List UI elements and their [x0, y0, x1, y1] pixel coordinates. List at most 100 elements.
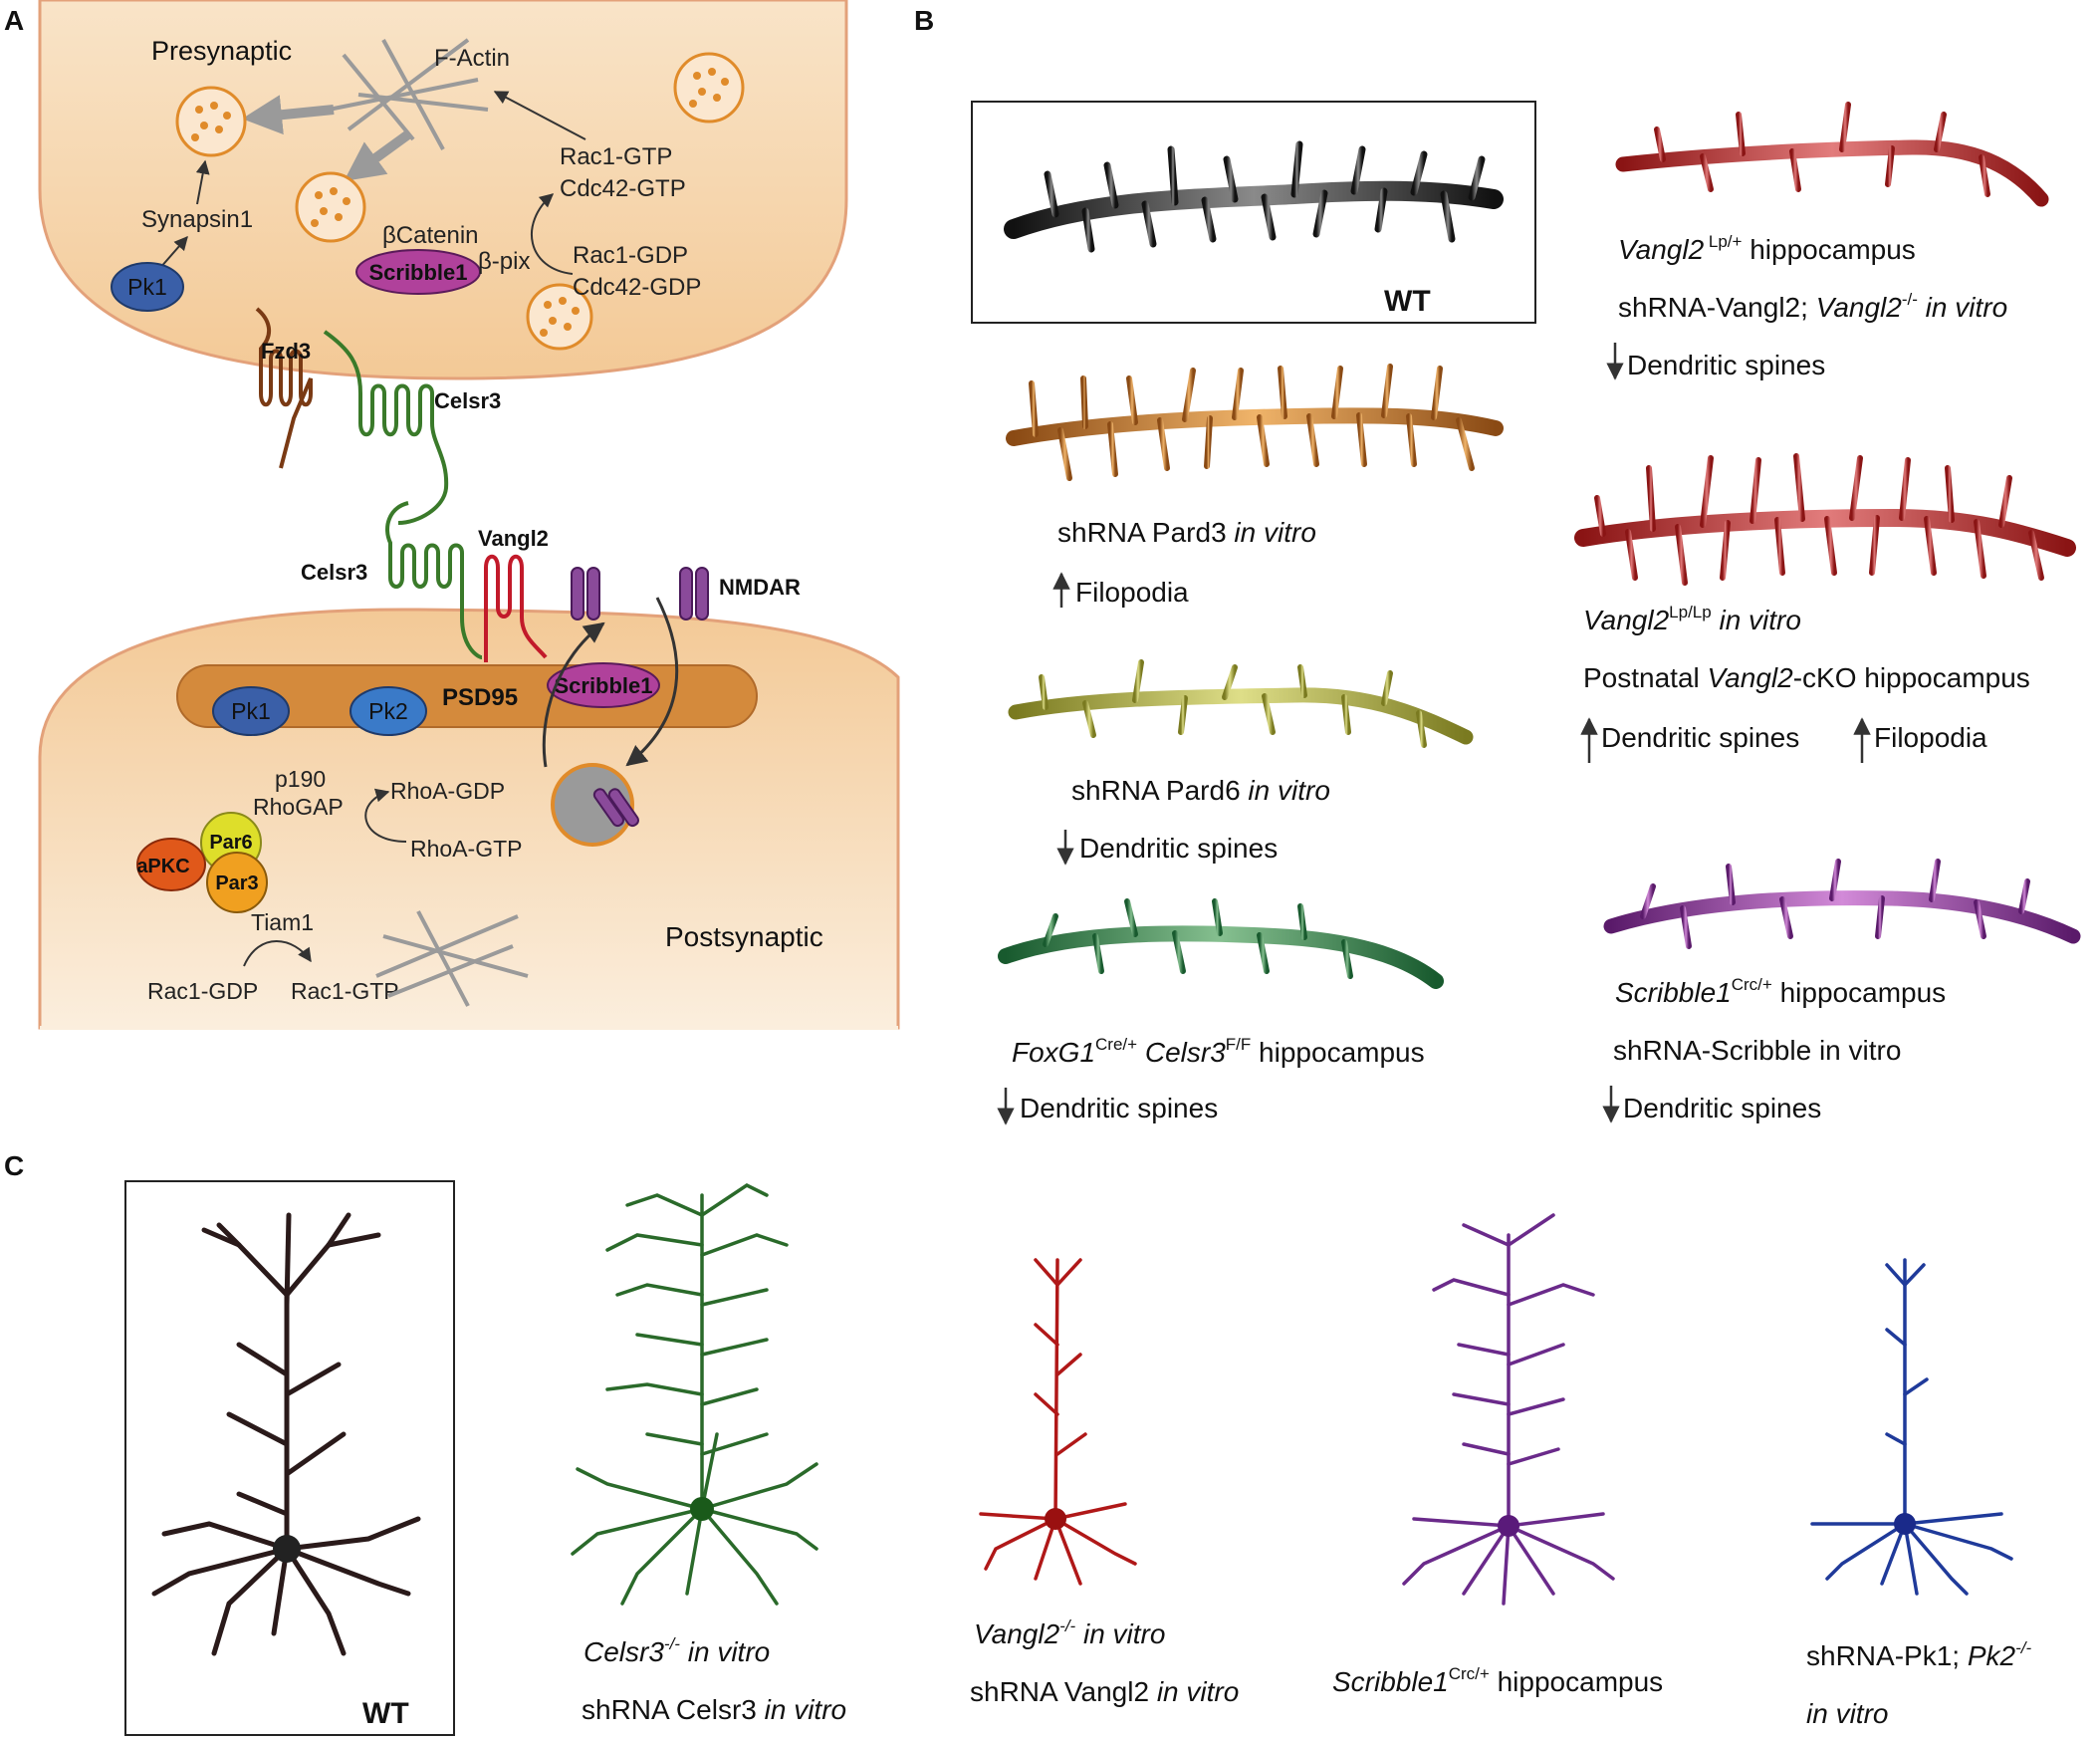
- scribble1-post-protein: [547, 662, 660, 708]
- wt-spines: [1044, 140, 1486, 253]
- actin-vesicle-arrow: [242, 95, 335, 135]
- celsr3-post-receptor: [385, 501, 483, 659]
- f-actin-label: F-Actin: [434, 45, 510, 72]
- wt-neuron-label: WT: [362, 1697, 409, 1730]
- pk1-post-label: Pk1: [231, 698, 271, 724]
- pk-neuron: [1810, 1258, 2013, 1596]
- cko-effect-1: Dendritic spines: [1601, 722, 1799, 753]
- cdc42-gtp-label: Cdc42-GTP: [560, 175, 686, 202]
- shrna-vangl2-label: shRNA-Vangl2; Vangl2-/- in vitro: [1618, 290, 2007, 323]
- postsynaptic-label: Postsynaptic: [665, 921, 823, 952]
- pard3-dendrite: [1006, 407, 1504, 446]
- rhoa-cycle-arrow: [364, 788, 407, 843]
- rhoa-gdp-label: RhoA-GDP: [390, 778, 505, 804]
- pard6-effect: Dendritic spines: [1079, 833, 1278, 864]
- pk1-pre-label: Pk1: [127, 274, 167, 300]
- scribble-dendrite: [1603, 890, 2081, 944]
- bpix-label: β-pix: [478, 248, 530, 275]
- panel-a-label: A: [4, 5, 24, 36]
- rhogap-label: RhoGAP: [253, 794, 344, 820]
- pk2-post-label: Pk2: [368, 698, 408, 724]
- celsr3-pre-receptor: [323, 330, 449, 525]
- panel-c-label: C: [4, 1150, 24, 1181]
- endocytosis-arrow: [625, 597, 679, 767]
- panel-a: A Presynaptic F-Actin Rac1-GTP Cdc42-GTP…: [4, 0, 900, 1030]
- cko-label: Postnatal Vangl2-cKO hippocampus: [1583, 662, 2030, 693]
- celsr3-pre-label: Celsr3: [434, 388, 501, 413]
- vangl2-soma: [1045, 1508, 1066, 1530]
- fzd3-label: Fzd3: [261, 339, 311, 364]
- vangl2-neuron-label: Vangl2-/- in vitro: [974, 1616, 1165, 1649]
- scribble1-pre-protein: [355, 249, 481, 295]
- foxg1-label: FoxG1Cre/+ Celsr3F/F hippocampus: [1012, 1035, 1425, 1068]
- exocytosis-arrow: [542, 621, 605, 768]
- foxg1-dendrite: [998, 925, 1444, 989]
- pard3-spines: [1029, 364, 1475, 481]
- synapsin-arrow: [195, 159, 210, 205]
- apkc-label: aPKC: [136, 856, 189, 877]
- scribble-soma: [1498, 1515, 1519, 1537]
- vangl2-lp-label: Vangl2 Lp/+ hippocampus: [1618, 232, 1916, 265]
- pk1-arrow: [158, 235, 188, 270]
- pk-invitro-label: in vitro: [1806, 1698, 1888, 1729]
- presynaptic-terminal: [38, 0, 848, 380]
- pard3-effect: Filopodia: [1075, 577, 1189, 608]
- synapsin1-label: Synapsin1: [141, 206, 253, 233]
- celsr3-soma: [690, 1497, 714, 1521]
- shrna-pk1-label: shRNA-Pk1; Pk2-/-: [1806, 1638, 2031, 1671]
- rac1-gdp-post-label: Rac1-GDP: [147, 978, 258, 1004]
- dendrite-segments: shRNA Pard3 in vitro Filopodia shRNA Par…: [997, 102, 2081, 1125]
- scribble-crc-label: Scribble1Crc/+ hippocampus: [1615, 975, 1946, 1008]
- psd95-label: PSD95: [442, 684, 518, 711]
- rac1-gtp-post-label: Rac1-GTP: [291, 978, 399, 1004]
- scribble1-post-label: Scribble1: [554, 673, 652, 698]
- rac-to-actin-arrow: [493, 91, 586, 140]
- rac1-gdp-label: Rac1-GDP: [573, 242, 688, 269]
- wt-dendrite-label: WT: [1384, 285, 1431, 318]
- shrna-vangl2-neuron-label: shRNA Vangl2 in vitro: [970, 1676, 1239, 1707]
- vangl2-lp-dendrite: [1615, 139, 2049, 207]
- celsr3-neuron: [571, 1182, 818, 1606]
- rac-cycle-arrow: [530, 193, 574, 275]
- vangl2-lplp-label: Vangl2Lp/Lp in vitro: [1583, 603, 1801, 635]
- wt-neuron-box: [124, 1180, 455, 1736]
- par3-protein: [206, 852, 268, 913]
- wt-neuron: [151, 1212, 421, 1656]
- vangl2-lp-spines: [1654, 102, 1990, 197]
- bcatenin-label: βCatenin: [382, 222, 479, 249]
- pk1-pre-protein: [111, 262, 184, 312]
- foxg1-spines: [1043, 898, 1353, 979]
- scribble-effect: Dendritic spines: [1623, 1093, 1821, 1123]
- scribble1-pre-label: Scribble1: [368, 260, 467, 285]
- scribble-spines: [1640, 859, 2030, 949]
- nmdar-receptors: [571, 567, 709, 621]
- rhoa-gtp-label: RhoA-GTP: [410, 836, 522, 862]
- vangl2-label: Vangl2: [478, 526, 549, 551]
- wt-dendrite-box: [971, 101, 1536, 324]
- panel-b-label: B: [914, 5, 934, 36]
- scribble-neuron: [1402, 1213, 1615, 1606]
- apkc-protein: [136, 838, 206, 891]
- celsr3-post-label: Celsr3: [301, 560, 367, 585]
- pard6-spines: [1039, 659, 1427, 748]
- f-actin-filaments: [328, 38, 489, 150]
- cko-effect-2: Filopodia: [1874, 722, 1987, 753]
- endosome: [551, 763, 634, 847]
- vangl2-receptor: [484, 554, 548, 662]
- f-actin-post: [375, 910, 529, 1007]
- vangl2-lp-effect: Dendritic spines: [1627, 350, 1825, 380]
- presynaptic-label: Presynaptic: [151, 36, 292, 66]
- par6-label: Par6: [209, 832, 252, 854]
- endosome-nmdar: [592, 788, 639, 828]
- wt-soma: [273, 1535, 301, 1563]
- shrna-celsr3-label: shRNA Celsr3 in vitro: [582, 1694, 846, 1725]
- actin-vesicle-arrow-2: [344, 129, 411, 182]
- celsr3-label: Celsr3-/- in vitro: [583, 1634, 770, 1667]
- vesicle-dots: [191, 68, 729, 337]
- shrna-scribble-label: shRNA-Scribble in vitro: [1613, 1035, 1901, 1066]
- pk-soma: [1894, 1513, 1916, 1535]
- vangl2-lplp-spines: [1594, 453, 2044, 586]
- par3-label: Par3: [215, 872, 258, 894]
- tiam-arrow: [243, 940, 312, 967]
